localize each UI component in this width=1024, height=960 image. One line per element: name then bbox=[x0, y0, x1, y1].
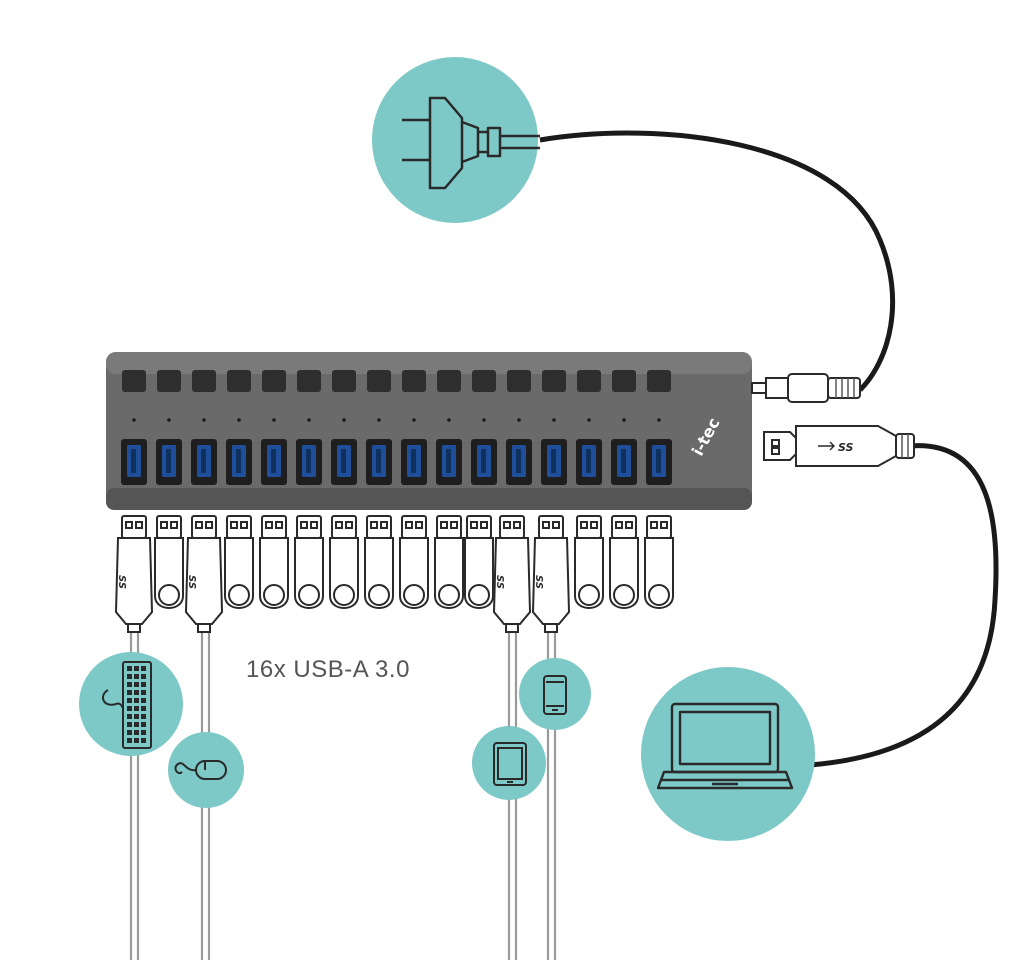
port-led bbox=[132, 418, 136, 422]
power-plug-icon bbox=[372, 57, 540, 223]
usb-port bbox=[121, 439, 147, 485]
tablet-icon bbox=[472, 726, 546, 800]
port-led bbox=[412, 418, 416, 422]
port-switch bbox=[367, 370, 391, 392]
usb-port bbox=[261, 439, 287, 485]
port-switch bbox=[332, 370, 356, 392]
port-switch bbox=[507, 370, 531, 392]
usb-port bbox=[366, 439, 392, 485]
usb-a-plug bbox=[224, 515, 254, 609]
port-switch bbox=[577, 370, 601, 392]
port-switch bbox=[647, 370, 671, 392]
port-led bbox=[237, 418, 241, 422]
port-switch bbox=[297, 370, 321, 392]
power-cable bbox=[539, 130, 896, 392]
port-led bbox=[377, 418, 381, 422]
usb-port bbox=[436, 439, 462, 485]
hub-port-switches bbox=[122, 370, 671, 392]
port-led bbox=[167, 418, 171, 422]
port-switch bbox=[157, 370, 181, 392]
hub-port-leds bbox=[132, 418, 661, 422]
usb-ss-logo: SS bbox=[116, 575, 127, 589]
laptop-icon bbox=[641, 667, 815, 841]
usb-port bbox=[471, 439, 497, 485]
usb-a-plug bbox=[329, 515, 359, 609]
usb-ss-logo: SS bbox=[186, 575, 197, 589]
mouse-icon bbox=[168, 732, 244, 808]
usb-port bbox=[541, 439, 567, 485]
port-led bbox=[517, 418, 521, 422]
usb-a-plug bbox=[154, 515, 184, 609]
port-switch bbox=[612, 370, 636, 392]
usb-port bbox=[576, 439, 602, 485]
usb-a-plug bbox=[644, 515, 674, 609]
usb-port bbox=[226, 439, 252, 485]
laptop-cable bbox=[809, 443, 999, 768]
usb-a-plug bbox=[399, 515, 429, 609]
port-switch bbox=[122, 370, 146, 392]
brand-logo: i-tec bbox=[688, 392, 748, 459]
hub-usb-ports bbox=[121, 439, 672, 485]
usb-a-plug-connected: SS bbox=[114, 515, 154, 633]
port-led bbox=[342, 418, 346, 422]
usb-a-plug bbox=[364, 515, 394, 609]
port-led bbox=[482, 418, 486, 422]
port-led bbox=[657, 418, 661, 422]
usb-port bbox=[611, 439, 637, 485]
usb-a-plugs: SS SS SS SS bbox=[114, 515, 674, 633]
usb-a-plug bbox=[574, 515, 604, 609]
port-led bbox=[307, 418, 311, 422]
usb-port bbox=[191, 439, 217, 485]
port-led bbox=[622, 418, 626, 422]
port-led bbox=[552, 418, 556, 422]
usb-a-plug bbox=[609, 515, 639, 609]
usb-ss-logo: SS bbox=[533, 575, 544, 589]
usb-a-plug bbox=[434, 515, 464, 609]
usb-a-plug-connected: SS bbox=[492, 515, 532, 633]
port-led bbox=[587, 418, 591, 422]
smartphone-icon bbox=[519, 658, 591, 730]
port-led bbox=[447, 418, 451, 422]
port-led bbox=[202, 418, 206, 422]
usb-port bbox=[646, 439, 672, 485]
usb-a-plug-connected: SS bbox=[184, 515, 224, 633]
port-switch bbox=[542, 370, 566, 392]
port-switch bbox=[437, 370, 461, 392]
usb-b-upstream-connector: SS bbox=[763, 425, 915, 467]
usb-a-plug bbox=[294, 515, 324, 609]
port-switch bbox=[472, 370, 496, 392]
port-switch bbox=[262, 370, 286, 392]
usb-a-plug bbox=[259, 515, 289, 609]
usb-a-plug bbox=[464, 515, 494, 609]
usb-port bbox=[156, 439, 182, 485]
ports-label: 16x USB-A 3.0 bbox=[246, 656, 410, 683]
usb-port bbox=[506, 439, 532, 485]
usb-a-plug-connected: SS bbox=[531, 515, 571, 633]
port-led bbox=[272, 418, 276, 422]
port-switch bbox=[402, 370, 426, 392]
port-switch bbox=[227, 370, 251, 392]
port-switch bbox=[192, 370, 216, 392]
usb-ss-logo: SS bbox=[494, 575, 505, 589]
usb-port bbox=[401, 439, 427, 485]
usb-ss-logo-upstream: SS bbox=[838, 441, 854, 454]
keyboard-icon bbox=[79, 652, 183, 756]
usb-port bbox=[296, 439, 322, 485]
dc-power-connector bbox=[751, 373, 861, 403]
usb-port bbox=[331, 439, 357, 485]
